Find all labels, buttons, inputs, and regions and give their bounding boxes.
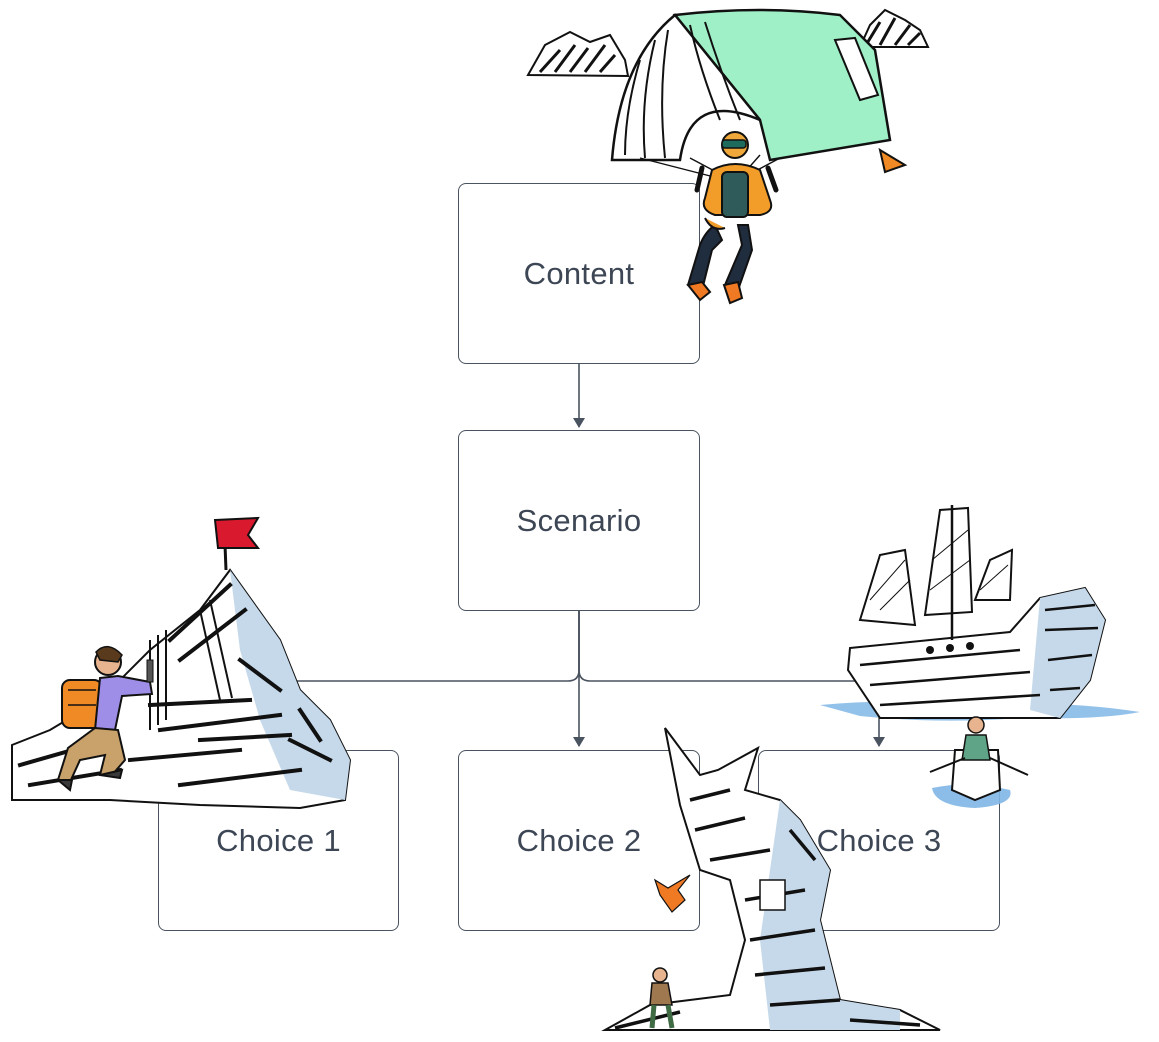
node-choice-2[interactable]: Choice 2 (458, 750, 700, 931)
node-choice-2-label: Choice 2 (516, 822, 642, 858)
edge-scenario-to-choice-3 (578, 611, 885, 747)
node-content[interactable]: Content (458, 183, 700, 364)
node-choice-1[interactable]: Choice 1 (158, 750, 399, 931)
node-scenario-label: Scenario (516, 502, 642, 538)
node-content-label: Content (523, 255, 635, 291)
node-choice-3[interactable]: Choice 3 (758, 750, 1000, 931)
sailing-ship-icon (820, 505, 1140, 721)
edge-scenario-to-choices[interactable] (273, 611, 885, 747)
node-choice-1-label: Choice 1 (216, 822, 341, 858)
node-scenario[interactable]: Scenario (458, 430, 700, 611)
node-choice-3-label: Choice 3 (816, 822, 942, 858)
edge-scenario-to-choice-1 (273, 611, 580, 747)
